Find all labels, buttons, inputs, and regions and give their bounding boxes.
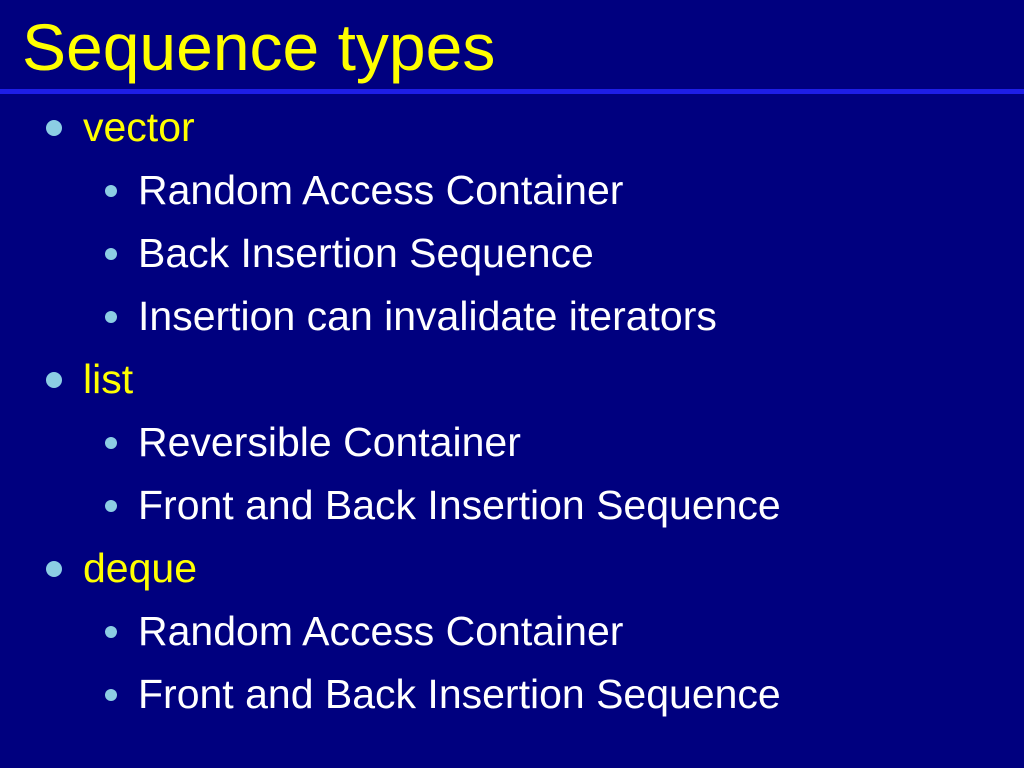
title-divider: [0, 89, 1024, 94]
bullet-icon: [46, 560, 62, 577]
outline-item-level1[interactable]: vector: [0, 96, 1024, 159]
bullet-icon: [46, 371, 62, 388]
outline-item-level2[interactable]: Front and Back Insertion Sequence: [0, 474, 1024, 537]
outline-item-level1[interactable]: deque: [0, 537, 1024, 600]
outline-item-level2[interactable]: Reversible Container: [0, 411, 1024, 474]
bullet-icon: [46, 119, 62, 136]
outline-item-label: list: [83, 356, 134, 402]
bullet-icon: [105, 625, 117, 638]
slide-title-area: Sequence types: [0, 0, 1024, 94]
outline-item-label: Reversible Container: [138, 419, 521, 465]
bullet-icon: [105, 247, 117, 260]
outline-item-label: vector: [83, 104, 195, 150]
outline-sublist: Random Access Container Front and Back I…: [0, 600, 1024, 726]
outline-list: vector Random Access Container Back Inse…: [0, 96, 1024, 726]
outline-item-level1[interactable]: list: [0, 348, 1024, 411]
bullet-icon: [105, 499, 117, 512]
bullet-icon: [105, 436, 117, 449]
outline-item-level2[interactable]: Insertion can invalidate iterators: [0, 285, 1024, 348]
page-title: Sequence types: [22, 10, 496, 84]
outline-item-level2[interactable]: Random Access Container: [0, 159, 1024, 222]
outline-item-label: Insertion can invalidate iterators: [138, 293, 717, 339]
outline-item-label: Front and Back Insertion Sequence: [138, 482, 781, 528]
bullet-icon: [105, 310, 117, 323]
outline-item-label: Random Access Container: [138, 608, 624, 654]
outline-item-level2[interactable]: Random Access Container: [0, 600, 1024, 663]
bullet-icon: [105, 688, 117, 701]
outline-item-label: Front and Back Insertion Sequence: [138, 671, 781, 717]
bullet-icon: [105, 184, 117, 197]
outline-item-label: deque: [83, 545, 198, 591]
outline-item-level2[interactable]: Front and Back Insertion Sequence: [0, 663, 1024, 726]
outline-sublist: Reversible Container Front and Back Inse…: [0, 411, 1024, 537]
outline-item-level2[interactable]: Back Insertion Sequence: [0, 222, 1024, 285]
outline-item-label: Back Insertion Sequence: [138, 230, 594, 276]
slide-body: vector Random Access Container Back Inse…: [0, 96, 1024, 768]
outline-sublist: Random Access Container Back Insertion S…: [0, 159, 1024, 348]
outline-item-label: Random Access Container: [138, 167, 624, 213]
